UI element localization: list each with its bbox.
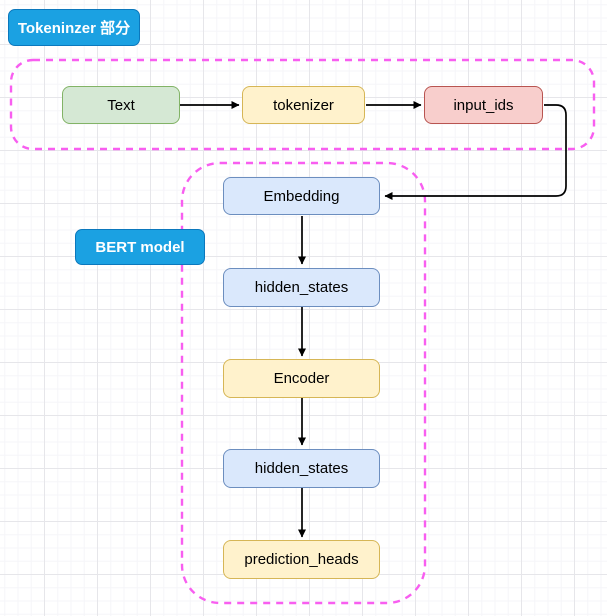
node-embedding[interactable]: Embedding (223, 177, 380, 215)
node-encoder[interactable]: Encoder (223, 359, 380, 398)
node-prediction-heads[interactable]: prediction_heads (223, 540, 380, 579)
node-hidden-states-2[interactable]: hidden_states (223, 449, 380, 488)
node-text[interactable]: Text (62, 86, 180, 124)
node-tokenizer[interactable]: tokenizer (242, 86, 365, 124)
node-input-ids[interactable]: input_ids (424, 86, 543, 124)
bert-model-label[interactable]: BERT model (75, 229, 205, 265)
node-hidden-states-1[interactable]: hidden_states (223, 268, 380, 307)
tokenizer-section-label[interactable]: Tokeninzer 部分 (8, 9, 140, 46)
